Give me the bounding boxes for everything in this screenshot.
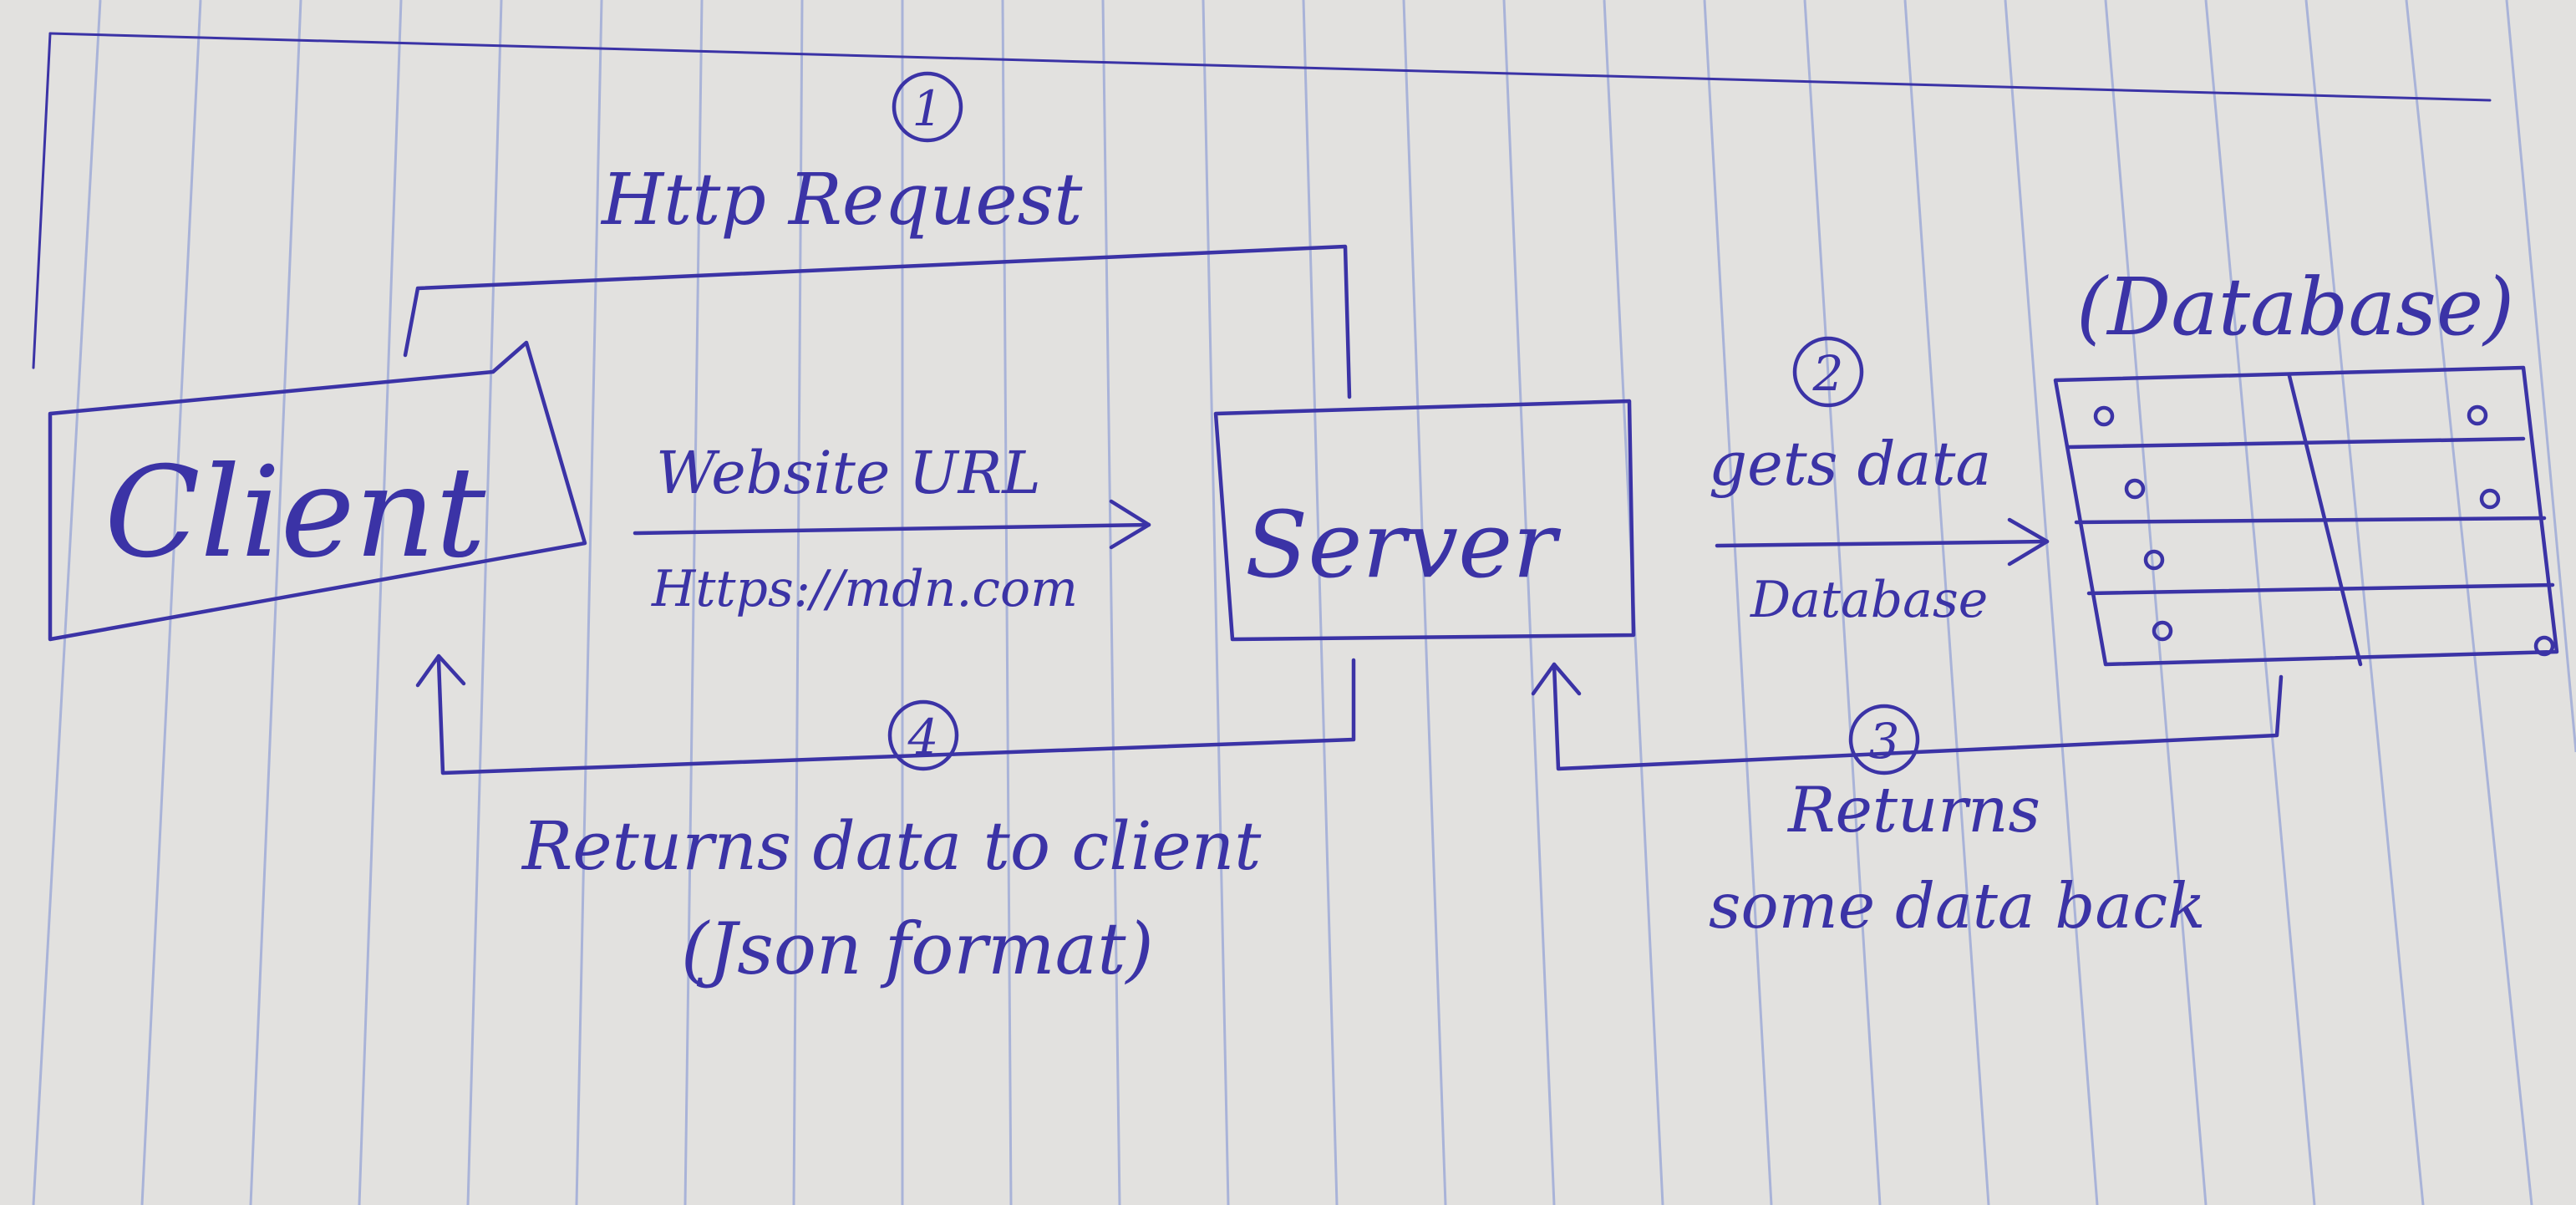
database-caption: (Database) (2076, 262, 2514, 353)
step-2-label: gets data (1709, 429, 1991, 499)
step-2-badge (1792, 336, 1864, 408)
db-row-marker (2533, 635, 2555, 657)
step-3-label: Returns (1786, 773, 2040, 847)
step-4-label-line2: (Json format) (681, 908, 1154, 991)
step-4-number: 4 (907, 709, 939, 765)
database-arrow-label: Database (1750, 571, 1988, 629)
server-box (1213, 399, 1636, 642)
client-to-server-arrow: Website URL Https://mdn.com (633, 439, 1151, 618)
arrowhead-icon (1109, 499, 1151, 550)
step-3-badge (1848, 704, 1920, 775)
client-node: Client (48, 340, 587, 642)
arrowhead-icon (2007, 517, 2050, 567)
http-request-connector (403, 244, 1352, 399)
step-3-label-line2: some data back (1709, 869, 2206, 943)
db-row-marker (2479, 488, 2501, 510)
db-return-connector (1552, 662, 2284, 771)
database-node: (Database) (2053, 262, 2559, 667)
step-4-badge (887, 699, 959, 771)
step-2-number: 2 (1812, 345, 1844, 402)
step-1-number: 1 (912, 80, 943, 137)
step-4-label: Returns data to client (521, 807, 1262, 885)
step-1-badge (892, 71, 963, 143)
step-3: 3 Returns some data back (1531, 662, 2284, 943)
website-url-label: Website URL (656, 439, 1041, 507)
database-table (2053, 365, 2559, 667)
url-value-label: Https://mdn.com (651, 560, 1078, 618)
db-row-marker (2093, 405, 2115, 427)
arrowhead-icon (1531, 662, 1582, 696)
client-label: Client (104, 440, 486, 586)
db-row-marker (2467, 404, 2488, 426)
step-2: 2 gets data Database (1709, 336, 2050, 629)
left-margin-line (32, 32, 52, 369)
step-3-number: 3 (1869, 713, 1900, 770)
client-box (48, 340, 587, 642)
top-margin-line (48, 32, 2492, 102)
db-row-marker (2124, 478, 2146, 500)
ruled-lines (32, 0, 2576, 1205)
db-row-marker (2143, 549, 2165, 571)
db-row-marker (2152, 620, 2173, 642)
step-4: 4 Returns data to client (Json format) (415, 653, 1356, 991)
arrowhead-icon (415, 653, 466, 688)
server-label: Server (1245, 491, 1562, 598)
server-node: Server (1213, 399, 1636, 642)
step-1: 1 Http Request (403, 71, 1352, 399)
step-1-label: Http Request (600, 159, 1083, 242)
